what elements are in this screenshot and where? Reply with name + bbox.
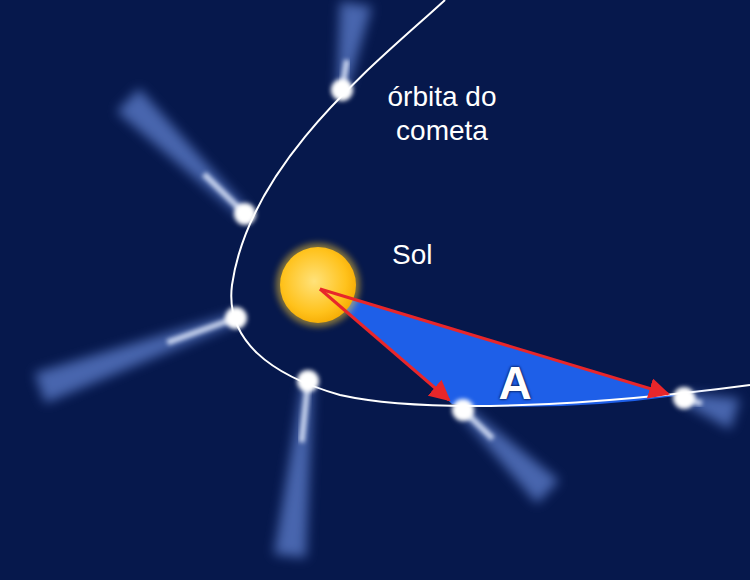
sun-label: Sol [392, 238, 462, 272]
comet-head [452, 399, 474, 421]
orbit-label: órbita do cometa [362, 80, 522, 147]
radius-vector [320, 289, 449, 400]
comets [35, 1, 740, 557]
comet-head [225, 307, 247, 329]
comet-head [673, 387, 695, 409]
comet-head [297, 370, 319, 392]
comet-head [331, 79, 353, 101]
comet [452, 399, 559, 504]
area-label: A [490, 356, 540, 411]
comet [117, 89, 256, 225]
radius-vector [320, 289, 668, 394]
comet [331, 1, 372, 101]
comet-tail [117, 89, 249, 218]
comet-tail [337, 1, 372, 90]
comet-tail [35, 313, 238, 403]
comet-head [234, 203, 256, 225]
comet-tail [274, 380, 313, 557]
comet-orbit [231, 0, 750, 406]
comet-tail [460, 406, 560, 503]
comet [35, 307, 247, 403]
comet [274, 370, 319, 558]
swept-area [318, 288, 676, 407]
comet [673, 387, 740, 429]
